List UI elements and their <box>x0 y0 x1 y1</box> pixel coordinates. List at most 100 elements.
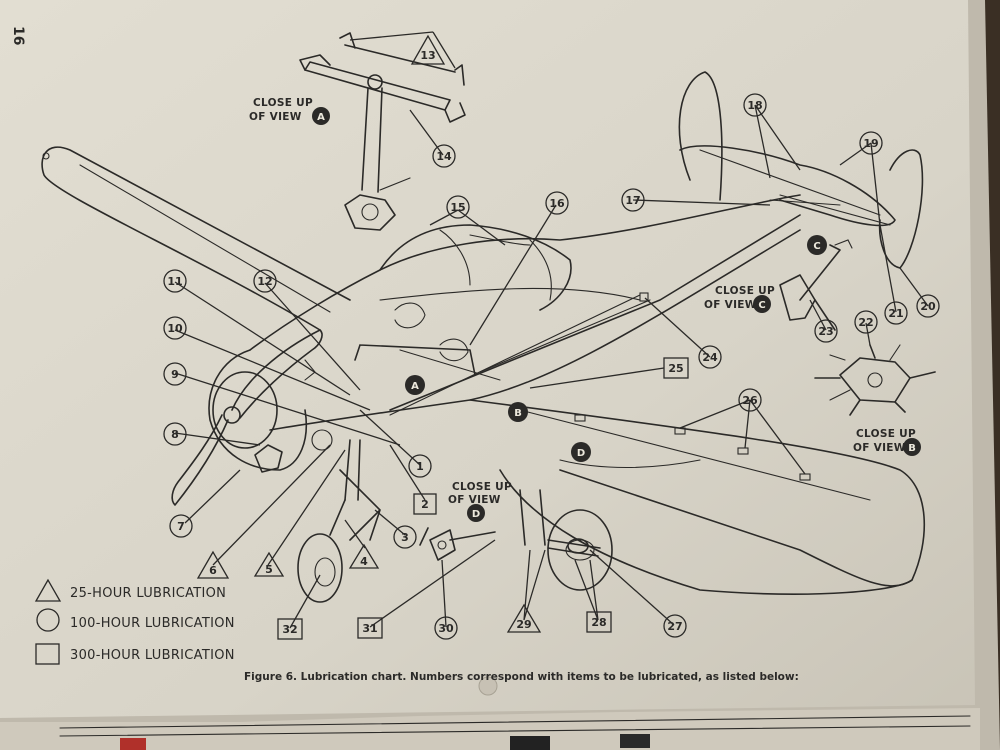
svg-text:OF VIEW: OF VIEW <box>704 299 757 311</box>
svg-text:2: 2 <box>421 498 429 511</box>
svg-text:CLOSE UP: CLOSE UP <box>253 97 313 109</box>
horizontal-stabilizer <box>679 145 896 227</box>
main-gear-strut <box>519 489 546 546</box>
brake-detail-drawing <box>547 538 601 557</box>
callout-square-25: 25 <box>663 357 689 379</box>
callout-square-28: 28 <box>586 611 612 633</box>
fuselage-bottom <box>269 229 801 431</box>
callout-triangle-5: 5 <box>253 551 285 577</box>
circle-icon <box>36 608 60 632</box>
callout-circle-14: 14 <box>432 144 456 168</box>
leader-lines <box>174 31 929 629</box>
svg-text:B: B <box>514 408 522 419</box>
svg-text:A: A <box>411 381 419 392</box>
callout-circle-30: 30 <box>434 616 458 640</box>
closeup-label-d: CLOSE UP OF VIEW D <box>448 481 512 522</box>
callout-circle-11: 11 <box>163 269 187 293</box>
svg-text:16: 16 <box>549 197 565 210</box>
figure-caption: Figure 6. Lubrication chart. Numbers cor… <box>244 671 799 683</box>
svg-text:19: 19 <box>863 137 878 150</box>
legend-item-300-hour: 300-HOUR LUBRICATION <box>35 643 234 665</box>
svg-text:OF VIEW: OF VIEW <box>448 494 501 506</box>
svg-text:C: C <box>813 241 820 252</box>
svg-text:8: 8 <box>171 428 179 441</box>
closeup-view-d-drawing <box>419 527 496 561</box>
svg-text:C: C <box>758 300 765 311</box>
legend-item-100-hour: 100-HOUR LUBRICATION <box>36 608 235 632</box>
svg-text:OF VIEW: OF VIEW <box>249 111 302 123</box>
paper <box>0 0 975 718</box>
svg-text:5: 5 <box>265 563 273 576</box>
callout-circle-21: 21 <box>884 301 908 325</box>
svg-text:100-HOUR LUBRICATION: 100-HOUR LUBRICATION <box>70 616 235 631</box>
view-marker-a: A <box>405 375 425 395</box>
svg-text:18: 18 <box>747 99 762 112</box>
svg-text:1: 1 <box>416 460 424 473</box>
view-marker-c: C <box>807 235 827 255</box>
svg-text:A: A <box>317 112 325 123</box>
svg-text:12: 12 <box>257 275 272 288</box>
callout-circle-19: 19 <box>859 131 883 155</box>
svg-text:22: 22 <box>858 316 873 329</box>
callout-circle-10: 10 <box>163 316 187 340</box>
svg-text:17: 17 <box>625 194 640 207</box>
svg-text:29: 29 <box>516 618 531 631</box>
callout-triangle-13: 13 <box>410 34 446 65</box>
svg-text:6: 6 <box>209 564 217 577</box>
callout-circle-9: 9 <box>163 362 187 386</box>
svg-text:4: 4 <box>360 555 368 568</box>
square-icon <box>35 643 60 665</box>
callout-square-32: 32 <box>277 618 303 640</box>
callout-circle-12: 12 <box>253 269 277 293</box>
svg-text:OF VIEW: OF VIEW <box>853 442 906 454</box>
callout-circle-26: 26 <box>738 388 762 412</box>
engine-cowl <box>208 349 307 471</box>
svg-text:21: 21 <box>888 307 903 320</box>
svg-text:CLOSE UP: CLOSE UP <box>452 481 512 493</box>
svg-text:25: 25 <box>668 362 683 375</box>
view-marker-b: B <box>508 402 528 422</box>
svg-text:CLOSE UP: CLOSE UP <box>715 285 775 297</box>
callout-circle-22: 22 <box>854 310 878 334</box>
svg-text:11: 11 <box>167 275 182 288</box>
callout-circle-17: 17 <box>621 188 645 212</box>
triangle-icon <box>34 578 62 602</box>
callout-circle-15: 15 <box>446 195 470 219</box>
svg-text:13: 13 <box>420 49 435 62</box>
svg-text:32: 32 <box>282 623 297 636</box>
svg-text:CLOSE UP: CLOSE UP <box>856 428 916 440</box>
page-number: 16 <box>10 26 26 45</box>
callout-triangle-6: 6 <box>196 550 230 579</box>
closeup-label-c: CLOSE UP OF VIEW C <box>704 285 775 313</box>
callout-circle-7: 7 <box>169 514 193 538</box>
svg-text:10: 10 <box>167 322 183 335</box>
svg-text:25-HOUR LUBRICATION: 25-HOUR LUBRICATION <box>70 586 226 601</box>
closeup-view-a-drawing <box>299 32 466 231</box>
callout-circle-20: 20 <box>916 294 940 318</box>
vertical-fin <box>678 71 723 201</box>
svg-text:3: 3 <box>401 531 409 544</box>
closeup-view-c-drawing <box>779 239 853 331</box>
right-wing <box>469 399 926 587</box>
callout-triangle-29: 29 <box>506 603 542 633</box>
airplane-drawing <box>41 71 926 603</box>
svg-text:D: D <box>577 448 585 459</box>
svg-text:9: 9 <box>171 368 179 381</box>
propeller <box>231 329 323 419</box>
legend: 25-HOUR LUBRICATION 100-HOUR LUBRICATION… <box>34 578 235 665</box>
svg-text:28: 28 <box>591 616 606 629</box>
legend-item-25-hour: 25-HOUR LUBRICATION <box>34 578 226 602</box>
left-wing <box>41 146 351 331</box>
svg-text:26: 26 <box>742 394 758 407</box>
callout-circle-27: 27 <box>663 614 687 638</box>
closeup-label-a: CLOSE UP OF VIEW A <box>249 97 330 125</box>
svg-text:20: 20 <box>920 300 936 313</box>
callout-circle-18: 18 <box>743 93 767 117</box>
callout-square-31: 31 <box>357 617 383 639</box>
svg-text:7: 7 <box>177 520 185 533</box>
callout-circle-8: 8 <box>163 422 187 446</box>
callout-circle-3: 3 <box>393 525 417 549</box>
svg-text:30: 30 <box>438 622 454 635</box>
